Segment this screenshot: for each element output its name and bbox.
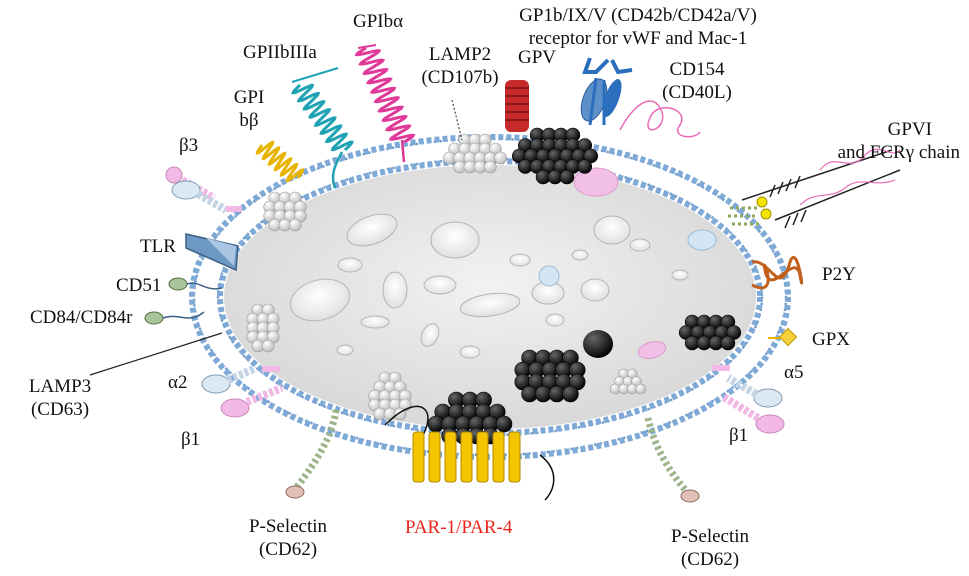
label-tlr: TLR: [140, 235, 176, 258]
label-cd84: CD84/CD84r: [30, 306, 132, 329]
label-lamp2: LAMP2(CD107b): [416, 43, 504, 89]
label-alpha2: α2: [168, 371, 187, 394]
dense-granule: [578, 160, 592, 174]
label-gpvi-line1: GPVI: [820, 118, 960, 141]
label-cd51: CD51: [116, 274, 161, 297]
label-gpi-line2: bβ: [227, 109, 271, 132]
label-cd154: CD154(CD40L): [652, 58, 742, 104]
par-transmembrane-helix: [461, 432, 472, 482]
par-transmembrane-helix: [477, 432, 488, 482]
label-par: PAR-1/PAR-4: [405, 516, 512, 539]
label-pselectin-right-line1: P-Selectin: [650, 525, 770, 548]
par-transmembrane-helix: [509, 432, 520, 482]
beta3-integrin: [166, 167, 242, 212]
label-lamp2-line1: LAMP2: [416, 43, 504, 66]
gpi-bb-receptor: [257, 143, 302, 181]
alpha-granule: [484, 161, 496, 173]
lamp3-leader: [90, 333, 222, 375]
lamp2-leader: [452, 100, 462, 140]
alpha-granule: [289, 219, 301, 231]
dense-granule: [721, 336, 735, 350]
blue-vesicle: [688, 230, 716, 250]
par-transmembrane-helix: [493, 432, 504, 482]
par-transmembrane-helix: [413, 432, 424, 482]
label-lamp3: LAMP3(CD63): [22, 375, 98, 421]
label-beta1-left: β1: [181, 428, 200, 451]
label-p-selectin-left: P-Selectin(CD62): [228, 515, 348, 561]
label-gpi-line1: GPI: [227, 86, 271, 109]
alpha2-beta1-integrin: [202, 366, 282, 417]
alpha-granule: [636, 384, 646, 394]
label-alpha5: α5: [784, 361, 803, 384]
label-gpvi-line2: and FCRγ chain: [820, 141, 960, 164]
label-lamp3-line1: LAMP3: [22, 375, 98, 398]
label-pselectin-left-line1: P-Selectin: [228, 515, 348, 538]
label-lamp2-line2: (CD107b): [416, 66, 504, 89]
label-beta3: β3: [179, 134, 198, 157]
label-gpiba: GPIbα: [353, 10, 403, 33]
label-pselectin-right-line2: (CD62): [650, 548, 770, 571]
dense-granule: [560, 170, 574, 184]
par-transmembrane-helix: [445, 432, 456, 482]
alpha-granule: [262, 340, 274, 352]
blue-vesicle: [539, 266, 559, 286]
label-gpiibiiia: GPIIbIIIa: [243, 41, 317, 64]
label-gp1b: GP1b/IX/V (CD42b/CD42a/V)receptor for vW…: [518, 4, 758, 50]
par-transmembrane-helix: [429, 432, 440, 482]
label-pselectin-left-line2: (CD62): [228, 538, 348, 561]
cd154-receptor: [620, 101, 700, 137]
gpv-receptor: [505, 80, 529, 132]
gp1b-receptor: [576, 58, 632, 125]
label-gpx: GPX: [812, 328, 850, 351]
label-cd154-line2: (CD40L): [652, 81, 742, 104]
dense-granule: [562, 386, 578, 402]
label-p-selectin-right: P-Selectin(CD62): [650, 525, 770, 571]
p-selectin-right: [648, 418, 699, 502]
label-lamp3-line2: (CD63): [22, 398, 98, 421]
label-cd154-line1: CD154: [652, 58, 742, 81]
label-p2y: P2Y: [822, 263, 856, 286]
alpha-granule: [495, 152, 507, 164]
dense-granule: [496, 416, 512, 432]
label-gp1b-line2: receptor for vWF and Mac-1: [518, 27, 758, 50]
label-beta1-right: β1: [729, 424, 748, 447]
label-gp1b-line1: GP1b/IX/V (CD42b/CD42a/V): [518, 4, 758, 27]
dense-granule: [583, 330, 613, 358]
